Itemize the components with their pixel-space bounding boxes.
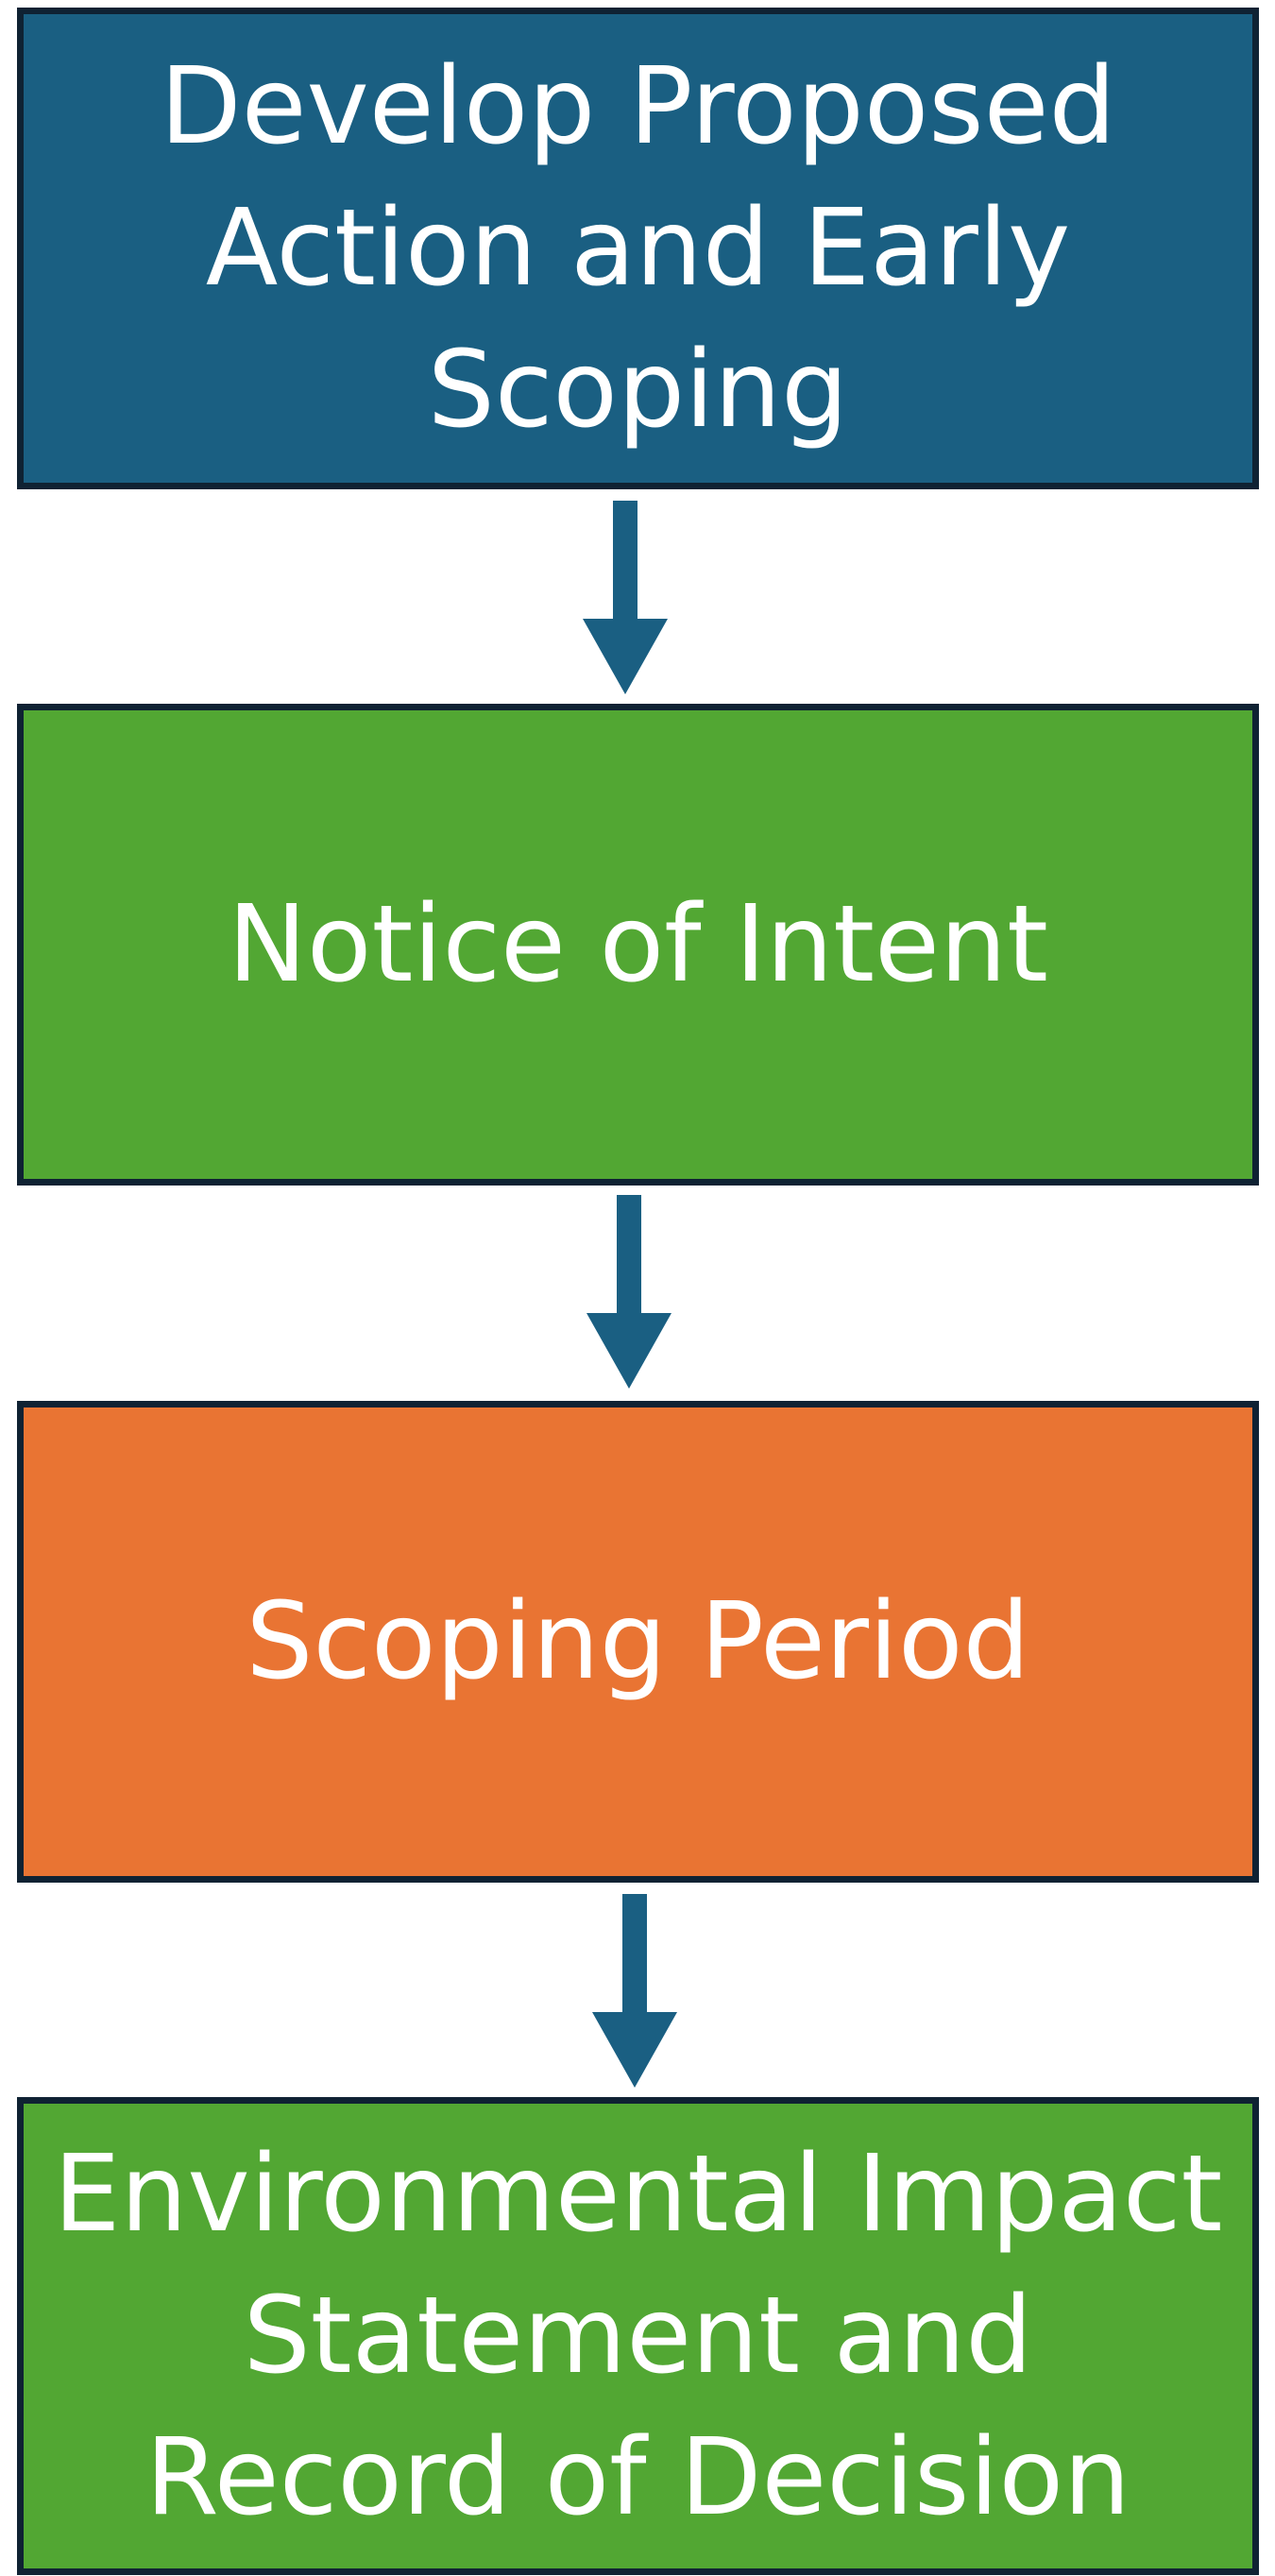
down-arrow-icon [592,1894,677,2088]
down-arrow-icon [586,1195,672,1389]
step-4-label: Environmental Impact Statement and Recor… [53,2133,1223,2539]
step-notice-of-intent-box: Notice of Intent [17,704,1259,1186]
step-scoping-period-box: Scoping Period [17,1401,1259,1883]
step-1-label: Develop Proposed Action and Early Scopin… [160,45,1116,452]
step-develop-proposed-action-box: Develop Proposed Action and Early Scopin… [17,8,1259,489]
down-arrow-icon [583,501,668,694]
step-eis-and-record-of-decision-box: Environmental Impact Statement and Recor… [17,2097,1259,2575]
step-3-label: Scoping Period [246,1580,1030,1703]
step-2-label: Notice of Intent [228,883,1048,1006]
